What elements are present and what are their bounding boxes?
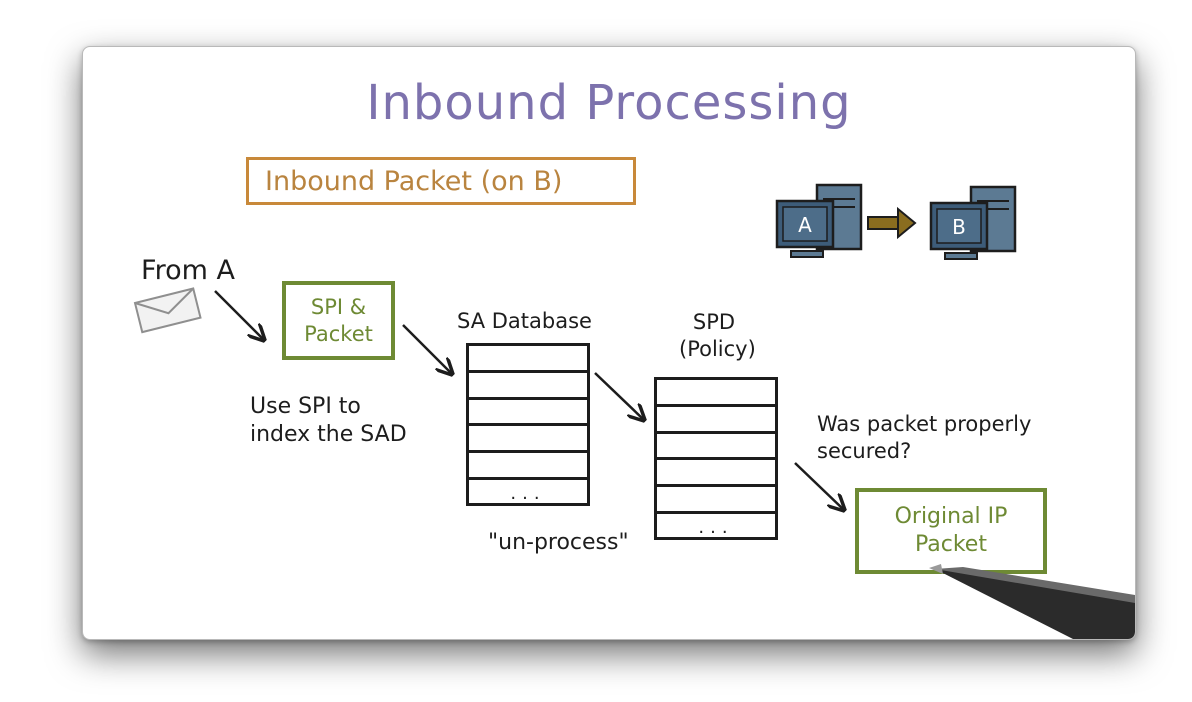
sa-database-label: SA Database xyxy=(457,309,592,333)
table-row xyxy=(469,453,587,480)
diagram-drawings: A B xyxy=(133,183,1135,639)
table-row xyxy=(657,434,775,461)
computer-b-icon: B xyxy=(929,185,1017,260)
whiteboard: Inbound Processing Inbound Packet (on B)… xyxy=(82,46,1136,640)
arrow-from-a xyxy=(214,290,263,339)
arrow-to-spd xyxy=(594,372,643,419)
table-row xyxy=(657,380,775,407)
table-row xyxy=(469,400,587,427)
envelope-icon xyxy=(133,287,202,334)
table-row xyxy=(469,426,587,454)
transfer-arrow-icon xyxy=(867,206,917,240)
table-row-more: ... xyxy=(510,482,546,504)
table-row xyxy=(469,373,587,400)
spi-packet-box: SPI & Packet xyxy=(282,281,395,360)
page-title: Inbound Processing xyxy=(366,75,852,131)
unprocess-note: "un-process" xyxy=(488,530,629,555)
table-row xyxy=(657,407,775,434)
sa-database-table: ... xyxy=(466,343,590,506)
table-row xyxy=(657,460,775,488)
from-a-label: From A xyxy=(141,255,235,286)
computer-b-label: B xyxy=(952,215,966,239)
table-row xyxy=(469,346,587,373)
computer-a-label: A xyxy=(798,213,812,237)
arrow-to-original xyxy=(794,462,843,509)
table-row xyxy=(657,487,775,514)
computer-a-icon: A xyxy=(775,183,863,258)
spd-label: SPD (Policy) xyxy=(679,310,756,361)
pen-icon xyxy=(929,564,1135,639)
original-ip-packet-box: Original IP Packet xyxy=(855,488,1047,574)
table-row-more: ... xyxy=(698,516,734,538)
was-secured-note: Was packet properly secured? xyxy=(817,412,1032,463)
inbound-packet-label: Inbound Packet (on B) xyxy=(265,165,563,197)
inbound-packet-box: Inbound Packet (on B) xyxy=(246,157,636,205)
spd-table: ... xyxy=(654,377,778,540)
use-spi-note: Use SPI to index the SAD xyxy=(250,394,407,447)
arrow-to-sad xyxy=(402,324,451,373)
